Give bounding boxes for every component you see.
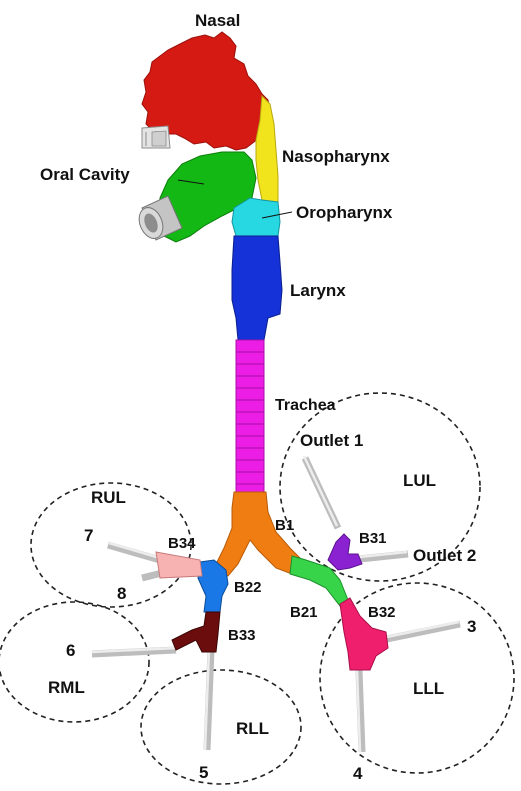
label-b22: B22 bbox=[234, 579, 262, 596]
larynx-region bbox=[232, 236, 282, 340]
label-zone-rll: RLL bbox=[236, 719, 269, 738]
label-b34: B34 bbox=[168, 535, 196, 552]
zone-rml bbox=[0, 602, 149, 722]
branch-b22 bbox=[198, 560, 228, 612]
label-zone-lul: LUL bbox=[403, 471, 436, 490]
label-outlet-6: 6 bbox=[66, 641, 75, 660]
label-outlet-3: 3 bbox=[467, 617, 476, 636]
trachea-region bbox=[236, 340, 264, 494]
outlet-tube-3 bbox=[382, 624, 460, 640]
label-zone-rml: RML bbox=[48, 678, 85, 697]
branch-b1 bbox=[214, 492, 300, 576]
label-b32: B32 bbox=[368, 604, 396, 621]
label-zone-lll: LLL bbox=[413, 679, 444, 698]
label-b1: B1 bbox=[275, 517, 294, 534]
label-nasal: Nasal bbox=[195, 11, 240, 30]
label-b21: B21 bbox=[290, 604, 318, 621]
outlet-tube-7 bbox=[108, 545, 160, 560]
outlet-tubes bbox=[92, 456, 460, 752]
label-trachea: Trachea bbox=[275, 397, 336, 414]
branch-b33 bbox=[172, 612, 220, 652]
label-oropharynx: Oropharynx bbox=[296, 203, 393, 222]
label-outlet-7: 7 bbox=[84, 526, 93, 545]
label-b31: B31 bbox=[359, 530, 387, 547]
label-b33: B33 bbox=[228, 627, 256, 644]
label-outlet1: Outlet 1 bbox=[300, 431, 363, 450]
label-outlet-4: 4 bbox=[353, 764, 363, 783]
branch-b31 bbox=[328, 534, 362, 570]
label-nasopharynx: Nasopharynx bbox=[282, 147, 390, 166]
label-outlet-5: 5 bbox=[199, 763, 208, 782]
label-zone-rul: RUL bbox=[91, 488, 126, 507]
label-oral-cavity: Oral Cavity bbox=[40, 165, 130, 184]
label-outlet2: Outlet 2 bbox=[413, 546, 476, 565]
zone-rll bbox=[141, 670, 301, 784]
branch-b34 bbox=[156, 552, 202, 578]
label-larynx: Larynx bbox=[290, 281, 346, 300]
label-outlet-8: 8 bbox=[117, 584, 126, 603]
